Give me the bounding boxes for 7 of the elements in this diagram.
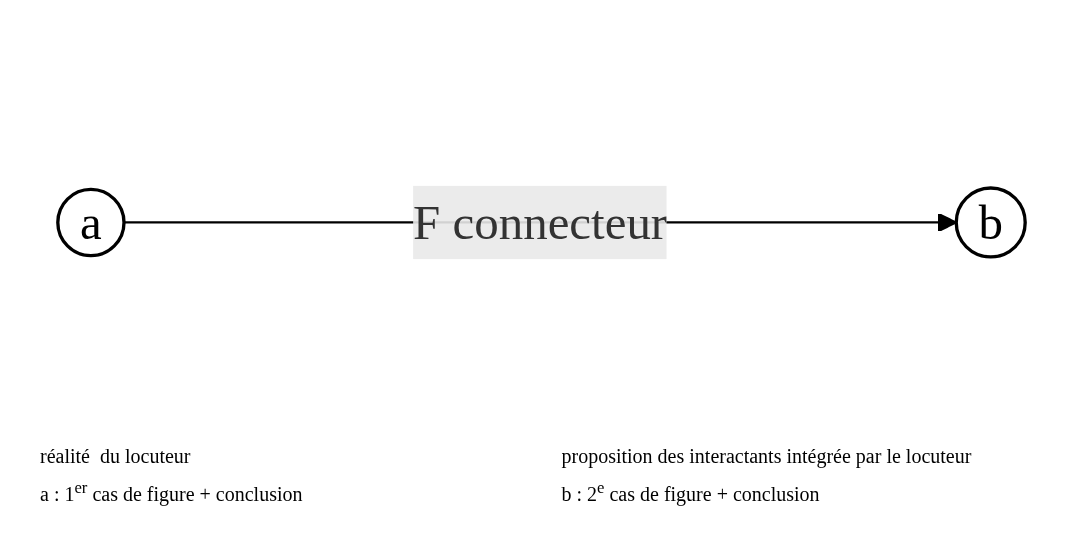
edge-label: F connecteur: [413, 194, 668, 251]
caption-text: réalité du locuteur: [40, 445, 192, 469]
node-circle: a: [56, 187, 126, 258]
node-circle: b: [954, 186, 1027, 259]
caption-text: a : 1$^{er}$ cas de figure + conclusion: [40, 478, 304, 506]
caption-text: proposition des interactants intégrée par le locuteur: [561, 445, 973, 469]
caption-text: b : 2$^{e}$ cas de figure + conclusion: [561, 478, 821, 506]
